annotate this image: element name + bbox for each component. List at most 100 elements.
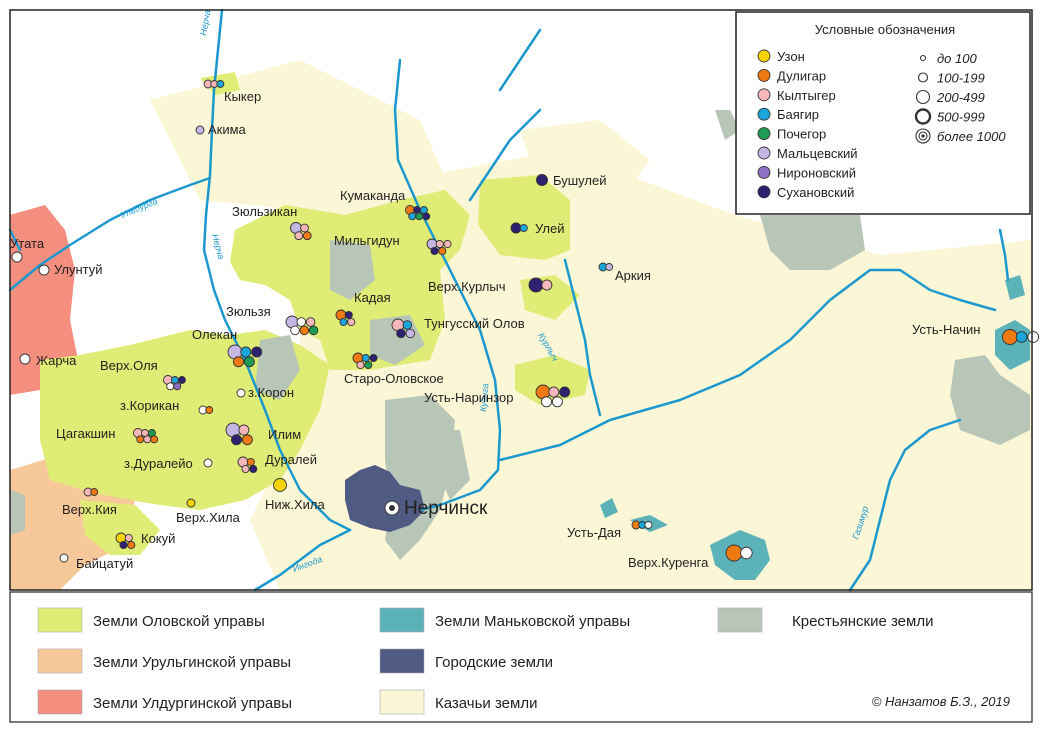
- land-legend-label: Земли Урульгинской управы: [93, 654, 291, 671]
- legend-clan-label: Дулигар: [777, 68, 826, 83]
- copyright: © Нанзатов Б.З., 2019: [872, 694, 1010, 709]
- settlement-marker: [251, 346, 263, 358]
- land-legend-label: Казачьи земли: [435, 695, 537, 712]
- settlement-marker: [1027, 331, 1040, 343]
- settlement-marker: [548, 386, 560, 398]
- settlement-marker: [59, 553, 69, 563]
- settlement: Олекан: [192, 327, 263, 368]
- legend-size-label: до 100: [937, 51, 977, 66]
- land-legend-swatch: [37, 607, 83, 633]
- settlement-marker: [166, 382, 175, 391]
- settlement-label: Старо-Оловское: [344, 371, 444, 386]
- settlement-label: Кокуй: [141, 531, 175, 546]
- settlement-marker: [124, 533, 133, 543]
- settlement: Кокуй: [115, 531, 175, 550]
- settlement-label: Кумаканда: [340, 188, 406, 203]
- legend-clan-swatch: [757, 185, 771, 199]
- settlement-label: Мильгидун: [334, 233, 400, 248]
- uldurga-lands: [10, 205, 80, 400]
- settlement-marker: [541, 396, 552, 408]
- settlement-label: Кадая: [354, 290, 391, 305]
- settlement: Байцатуй: [59, 553, 133, 571]
- settlement: Зюльзя: [226, 304, 319, 336]
- settlement-marker: [430, 246, 439, 256]
- settlement-marker: [294, 231, 304, 241]
- settlement-label: Верх.Курлыч: [428, 279, 506, 294]
- settlement-marker: [443, 239, 452, 249]
- settlement-marker: [396, 328, 406, 339]
- legend-clan-swatch: [757, 68, 771, 82]
- settlement: Илим: [225, 422, 301, 446]
- settlement-marker: [127, 540, 136, 550]
- settlement-marker: [11, 251, 23, 263]
- settlement-marker: [369, 353, 378, 363]
- settlement-marker: [143, 435, 152, 444]
- settlement-marker: [203, 458, 213, 468]
- settlement-label: Акима: [208, 122, 247, 137]
- settlement-marker: [740, 546, 753, 560]
- settlement-marker: [725, 544, 743, 562]
- settlement-label: Ниж.Хила: [265, 497, 325, 512]
- legend-clans: УзонДулигарКылтыгерБаягирПочегорМальцевс…: [757, 49, 858, 200]
- settlement: Дуралей: [237, 452, 317, 474]
- legend-size-swatch: [917, 72, 929, 83]
- settlement-marker: [402, 320, 413, 330]
- settlement-label: Бушулей: [553, 173, 606, 188]
- settlement-marker: [559, 386, 571, 398]
- land-legend-swatch: [379, 607, 425, 633]
- land-legend-swatch: [37, 689, 83, 715]
- land-legend-swatch: [379, 648, 425, 674]
- settlement: Кумаканда: [340, 188, 431, 221]
- settlement: Усть-Наринзор: [424, 384, 571, 408]
- settlement-marker: [405, 328, 416, 339]
- settlement-label: Верх.Хила: [176, 510, 241, 525]
- legend-size-swatch: [914, 108, 932, 125]
- settlement-marker: [186, 498, 196, 508]
- settlement: з.Корикан: [120, 398, 214, 415]
- settlement-marker: [347, 317, 356, 327]
- settlement-label: Улунтуй: [54, 262, 103, 277]
- settlement-marker: [216, 80, 225, 88]
- settlement-label: Верх.Оля: [100, 358, 158, 373]
- settlement-marker: [233, 356, 244, 368]
- legend-clan-label: Баягир: [777, 107, 819, 122]
- legend-title: Условные обозначения: [815, 22, 955, 37]
- legend-clan-label: Нироновский: [777, 165, 856, 180]
- settlement-marker: [415, 212, 424, 221]
- settlement-marker: [364, 360, 373, 370]
- settlement-marker: [510, 222, 522, 234]
- land-legend-swatch: [37, 648, 83, 674]
- settlement-marker: [344, 310, 353, 320]
- settlement-label: Цагакшин: [56, 426, 115, 441]
- settlement: Старо-Оловское: [344, 352, 444, 386]
- city-lands: [345, 465, 425, 532]
- settlement-marker: [195, 125, 205, 135]
- settlement-marker: [296, 317, 307, 327]
- river-label-nercha-north: Нерча: [198, 9, 212, 36]
- settlement-label: Аркия: [615, 268, 651, 283]
- settlement-marker: [1015, 331, 1028, 343]
- settlement-marker: [644, 521, 653, 529]
- land-legend-label: Земли Оловской управы: [93, 613, 265, 630]
- settlement-marker: [339, 317, 348, 327]
- settlement-marker: [300, 223, 309, 233]
- river-label-kuenga: Куэнга: [478, 383, 490, 412]
- settlement-label: Улей: [535, 221, 564, 236]
- legend-clan-swatch: [757, 107, 771, 121]
- settlement-marker: [305, 317, 316, 327]
- settlement-marker: [236, 388, 246, 398]
- settlement: Улунтуй: [38, 262, 103, 277]
- settlement: Зюльзикан: [232, 204, 312, 241]
- settlement-marker: [299, 325, 310, 336]
- settlement-label: Жарча: [36, 353, 77, 368]
- rivers: [8, 8, 1010, 592]
- land-legend-swatch: [379, 689, 425, 715]
- settlement-label: Верх.Куренга: [628, 555, 709, 570]
- settlement-marker: [551, 396, 563, 408]
- settlement: з.Дуралейо: [124, 456, 213, 471]
- legend-clan-label: Почегор: [777, 127, 826, 142]
- legend-size-swatch-core: [921, 134, 925, 138]
- settlement-marker: [435, 239, 444, 249]
